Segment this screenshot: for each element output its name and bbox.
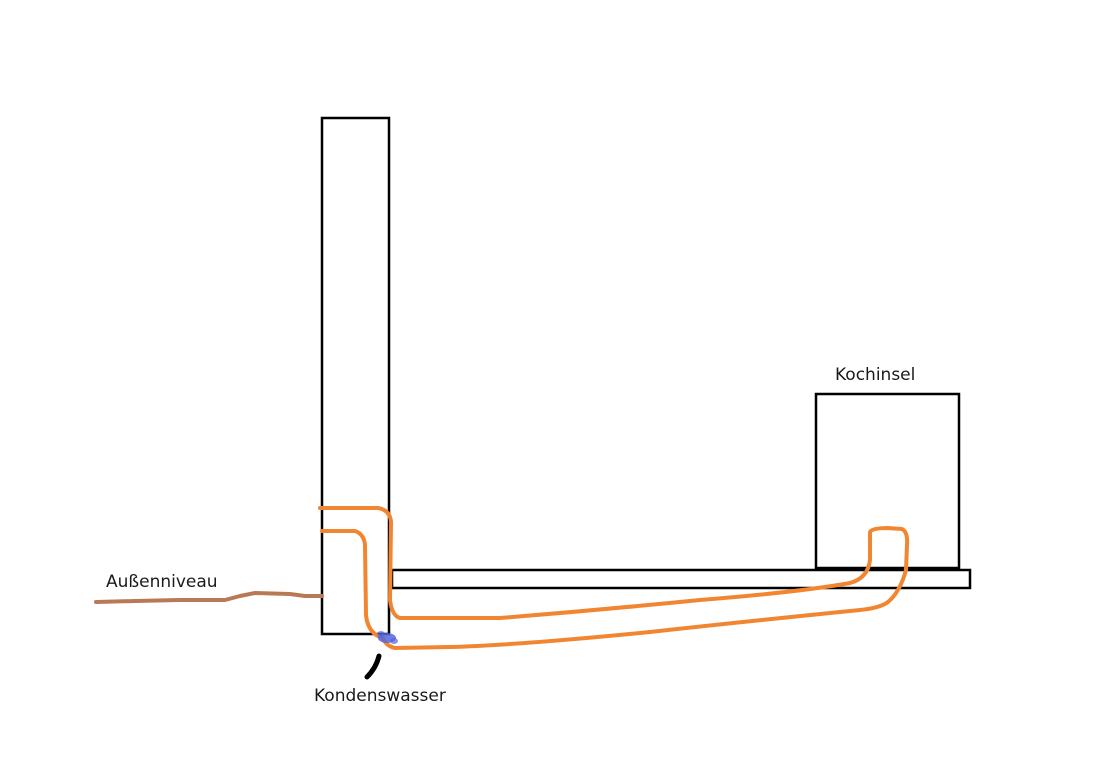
kitchen-island <box>814 392 961 570</box>
kochinsel-label: Kochinsel <box>835 365 916 385</box>
floor-slab <box>390 568 972 590</box>
aussenniveau-label: Außenniveau <box>106 572 218 592</box>
kondenswasser-label: Kondenswasser <box>314 686 446 706</box>
pipe-outer-contour <box>318 506 910 650</box>
wall <box>320 116 391 636</box>
condensate-drain-stroke <box>364 653 382 680</box>
ground-level-line <box>94 591 324 604</box>
pipe-inner-contour <box>320 529 385 640</box>
condensate-water-spot <box>377 631 398 644</box>
